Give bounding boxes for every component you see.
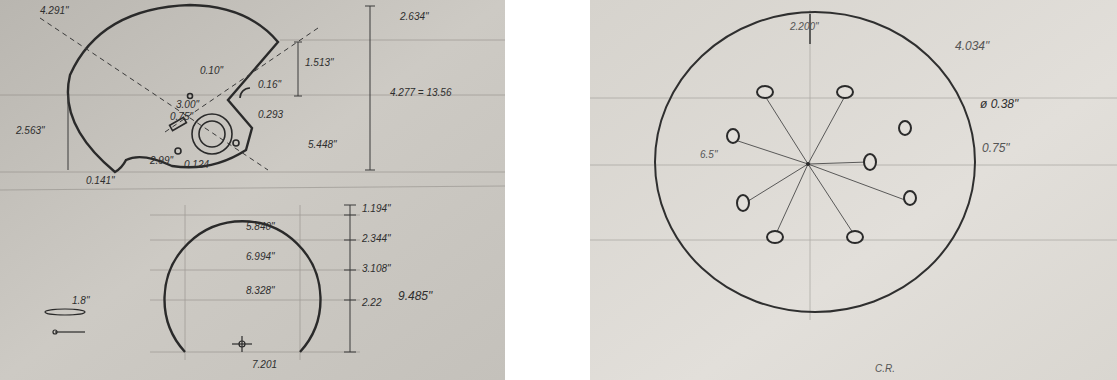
center-lines (40, 18, 318, 170)
center-dot (806, 162, 810, 166)
dimension-label: 1.8" (72, 296, 89, 306)
dimension-label: 2.344" (362, 234, 391, 244)
dimension-label: 4.034" (955, 40, 989, 52)
dimension-label: 5.840" (246, 222, 275, 232)
dimension-label: 3.00" (176, 100, 199, 110)
dimension-label: 7.201 (252, 360, 277, 370)
dimension-label: 6.5" (700, 150, 717, 160)
dimension-label: 0.293 (258, 110, 283, 120)
guide-lines (590, 10, 1117, 320)
dimension-label: 1.194" (362, 204, 391, 214)
part-features (170, 88, 250, 154)
dimension-label: 8.328" (246, 286, 275, 296)
dimension-label: 1.513" (305, 58, 334, 68)
part-outline (68, 5, 278, 172)
photo-left (0, 0, 505, 380)
dimension-label: 9.485" (398, 290, 432, 302)
radial-lines (735, 96, 905, 236)
dimension-label: 3.108" (362, 264, 391, 274)
dimension-label: 2.634" (400, 12, 429, 22)
dimension-label: 0.10" (200, 66, 223, 76)
stack-dimension (344, 205, 356, 352)
dimension-label: 0.75" (982, 142, 1010, 154)
bolt-holes (727, 86, 916, 243)
small-symbols (45, 309, 252, 352)
dimension-label: 6.994" (246, 252, 275, 262)
dimension-label: C.R. (875, 364, 895, 374)
dimension-label: 0.75" (170, 112, 193, 122)
dimension-label: 2.99" (150, 156, 173, 166)
photo-right (590, 0, 1117, 380)
guide-lines (0, 40, 505, 360)
dimension-label: 2.200" (790, 22, 819, 32)
dimension-label: 0.141" (86, 176, 115, 186)
dimension-lines (68, 6, 375, 170)
dimension-label: 5.448" (308, 140, 337, 150)
dimension-label: 4.277 = 13.56 (390, 88, 451, 98)
dimension-label: 0.124 (184, 160, 209, 170)
dimension-label: 4.291" (40, 6, 69, 16)
dimension-label: ø 0.38" (980, 98, 1018, 110)
flange-outline (655, 12, 975, 312)
dimension-label: 2.22 (362, 298, 381, 308)
dimension-label: 2.563" (16, 126, 45, 136)
dimension-label: 0.16" (258, 80, 281, 90)
profile-outline (165, 221, 321, 352)
